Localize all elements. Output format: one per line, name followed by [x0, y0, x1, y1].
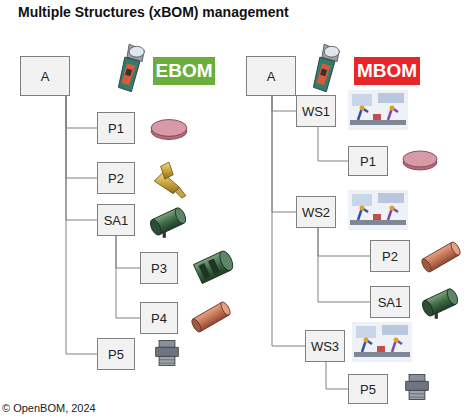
copyright-caption: © OpenBOM, 2024: [2, 402, 96, 414]
part-image: [154, 162, 186, 198]
item-label: P1: [360, 154, 376, 169]
tree-connector: [318, 228, 370, 256]
item-label: P1: [108, 121, 124, 136]
item-label: WS1: [302, 104, 330, 119]
workstation-image: [348, 90, 408, 130]
tree-connector: [326, 362, 348, 389]
tree-connector: [116, 236, 140, 268]
part-image: [151, 120, 187, 140]
product-image: [313, 44, 339, 92]
item-label: A: [267, 69, 276, 84]
part-image: [406, 375, 429, 400]
workstation-image: [352, 322, 412, 362]
tree-connector: [272, 96, 296, 212]
diagram-title: Multiple Structures (xBOM) management: [18, 4, 289, 20]
bom-label: MBOM: [357, 60, 417, 82]
tree-connector: [272, 96, 305, 346]
workstation-image: [348, 190, 408, 230]
tree-connector: [318, 127, 348, 161]
item-label: P2: [108, 171, 124, 186]
item-box: WS3: [305, 330, 345, 362]
assembly-image: [148, 206, 187, 238]
item-label: WS2: [302, 205, 330, 220]
item-label: A: [41, 69, 50, 84]
tree-connector: [66, 96, 97, 220]
item-label: P3: [151, 261, 167, 276]
item-label: WS3: [311, 339, 339, 354]
item-box: P5: [348, 374, 388, 404]
part-image: [420, 241, 462, 274]
item-box: A: [20, 56, 70, 96]
item-box: SA1: [97, 204, 135, 236]
tree-connector: [66, 96, 97, 354]
item-box: P5: [97, 338, 135, 370]
item-label: SA1: [104, 213, 129, 228]
item-box: SA1: [370, 286, 410, 318]
item-label: SA1: [378, 295, 403, 310]
bom-badge: EBOM: [153, 57, 215, 85]
tree-connector: [318, 228, 370, 302]
item-box: P2: [97, 162, 135, 194]
tree-connector: [272, 96, 296, 111]
bom-label: EBOM: [156, 60, 213, 82]
product-image: [118, 44, 144, 92]
part-image: [156, 341, 179, 366]
item-label: P2: [382, 249, 398, 264]
item-box: A: [246, 56, 296, 96]
item-label: P5: [360, 382, 376, 397]
item-label: P4: [151, 311, 167, 326]
tree-connector: [66, 96, 97, 128]
item-label: P5: [108, 347, 124, 362]
item-box: WS1: [296, 95, 336, 127]
item-box: P4: [140, 302, 178, 334]
item-box: P2: [370, 240, 410, 272]
bom-badge: MBOM: [354, 57, 420, 85]
assembly-image: [420, 287, 459, 319]
item-box: P1: [348, 146, 388, 176]
tree-connector: [66, 96, 97, 178]
item-box: P3: [140, 252, 178, 284]
item-box: P1: [97, 112, 135, 144]
part-image: [403, 151, 437, 170]
part-image: [193, 249, 235, 283]
item-box: WS2: [296, 196, 336, 228]
part-image: [190, 301, 232, 334]
tree-connector: [116, 236, 140, 318]
